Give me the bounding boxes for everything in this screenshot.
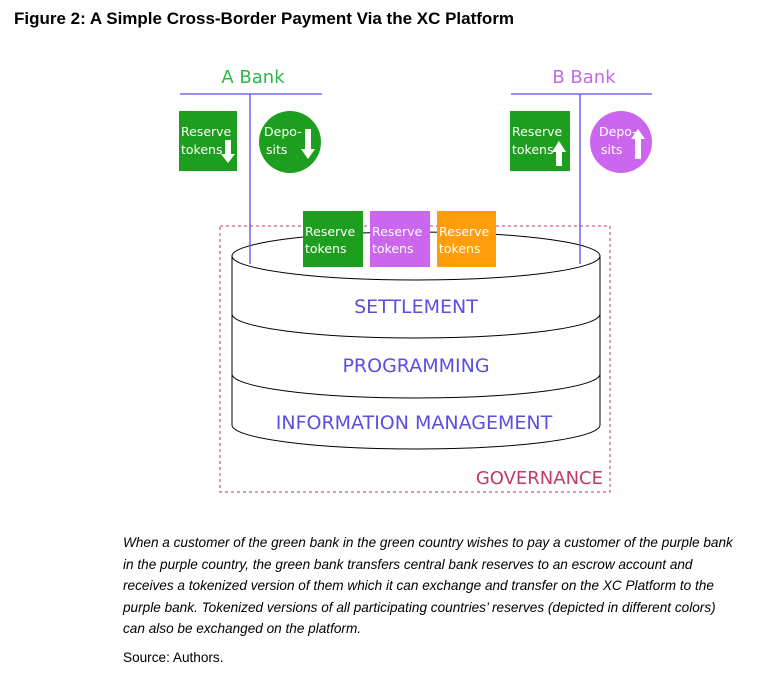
a-bank-label: A Bank — [221, 67, 285, 88]
layer-divider-2 — [231, 373, 601, 399]
green-token-label-1: Reserve — [305, 224, 356, 239]
green-token-label-2: tokens — [305, 241, 346, 256]
green-token-box — [303, 211, 363, 267]
a-bank-reserve-label-1: Reserve — [181, 124, 232, 139]
b-bank-deposits-label-1: Depo- — [599, 124, 637, 139]
a-bank-deposits-circle — [259, 111, 321, 173]
governance-label: GOVERNANCE — [476, 468, 603, 489]
arrow-up-icon — [552, 141, 566, 166]
figure-source: Source: Authors. — [123, 650, 224, 665]
arrow-down-icon — [221, 140, 235, 163]
figure-caption: When a customer of the green bank in the… — [123, 535, 733, 636]
arrow-up-icon — [631, 129, 645, 159]
a-bank-deposits-label-1: Depo- — [264, 124, 302, 139]
platform-tokens: Reserve tokens Reserve tokens Reserve to… — [303, 211, 496, 267]
b-bank-reserve-label-1: Reserve — [512, 124, 563, 139]
orange-token-label-2: tokens — [439, 241, 480, 256]
b-bank-deposits-label-2: sits — [601, 142, 622, 157]
a-bank-group: A Bank Reserve tokens Depo- sits — [179, 67, 322, 264]
information-management-layer-label: INFORMATION MANAGEMENT — [276, 412, 553, 434]
b-bank-group: B Bank Reserve tokens Depo- sits — [510, 67, 652, 264]
purple-token-box — [370, 211, 430, 267]
programming-layer-label: PROGRAMMING — [342, 355, 489, 377]
orange-token-box — [437, 211, 496, 267]
figure-title: Figure 2: A Simple Cross-Border Payment … — [14, 9, 515, 28]
settlement-layer-label: SETTLEMENT — [354, 296, 478, 318]
layer-divider-1 — [231, 313, 601, 339]
orange-token-label-1: Reserve — [439, 224, 490, 239]
b-bank-reserve-label-2: tokens — [512, 142, 553, 157]
cylinder-body — [231, 256, 601, 450]
a-bank-deposits-label-2: sits — [266, 142, 287, 157]
b-bank-label: B Bank — [552, 67, 616, 88]
a-bank-reserve-label-2: tokens — [181, 142, 222, 157]
purple-token-label-2: tokens — [372, 241, 413, 256]
xc-platform-diagram: SETTLEMENT PROGRAMMING INFORMATION MANAG… — [179, 67, 652, 493]
purple-token-label-1: Reserve — [372, 224, 423, 239]
arrow-down-icon — [301, 129, 315, 159]
